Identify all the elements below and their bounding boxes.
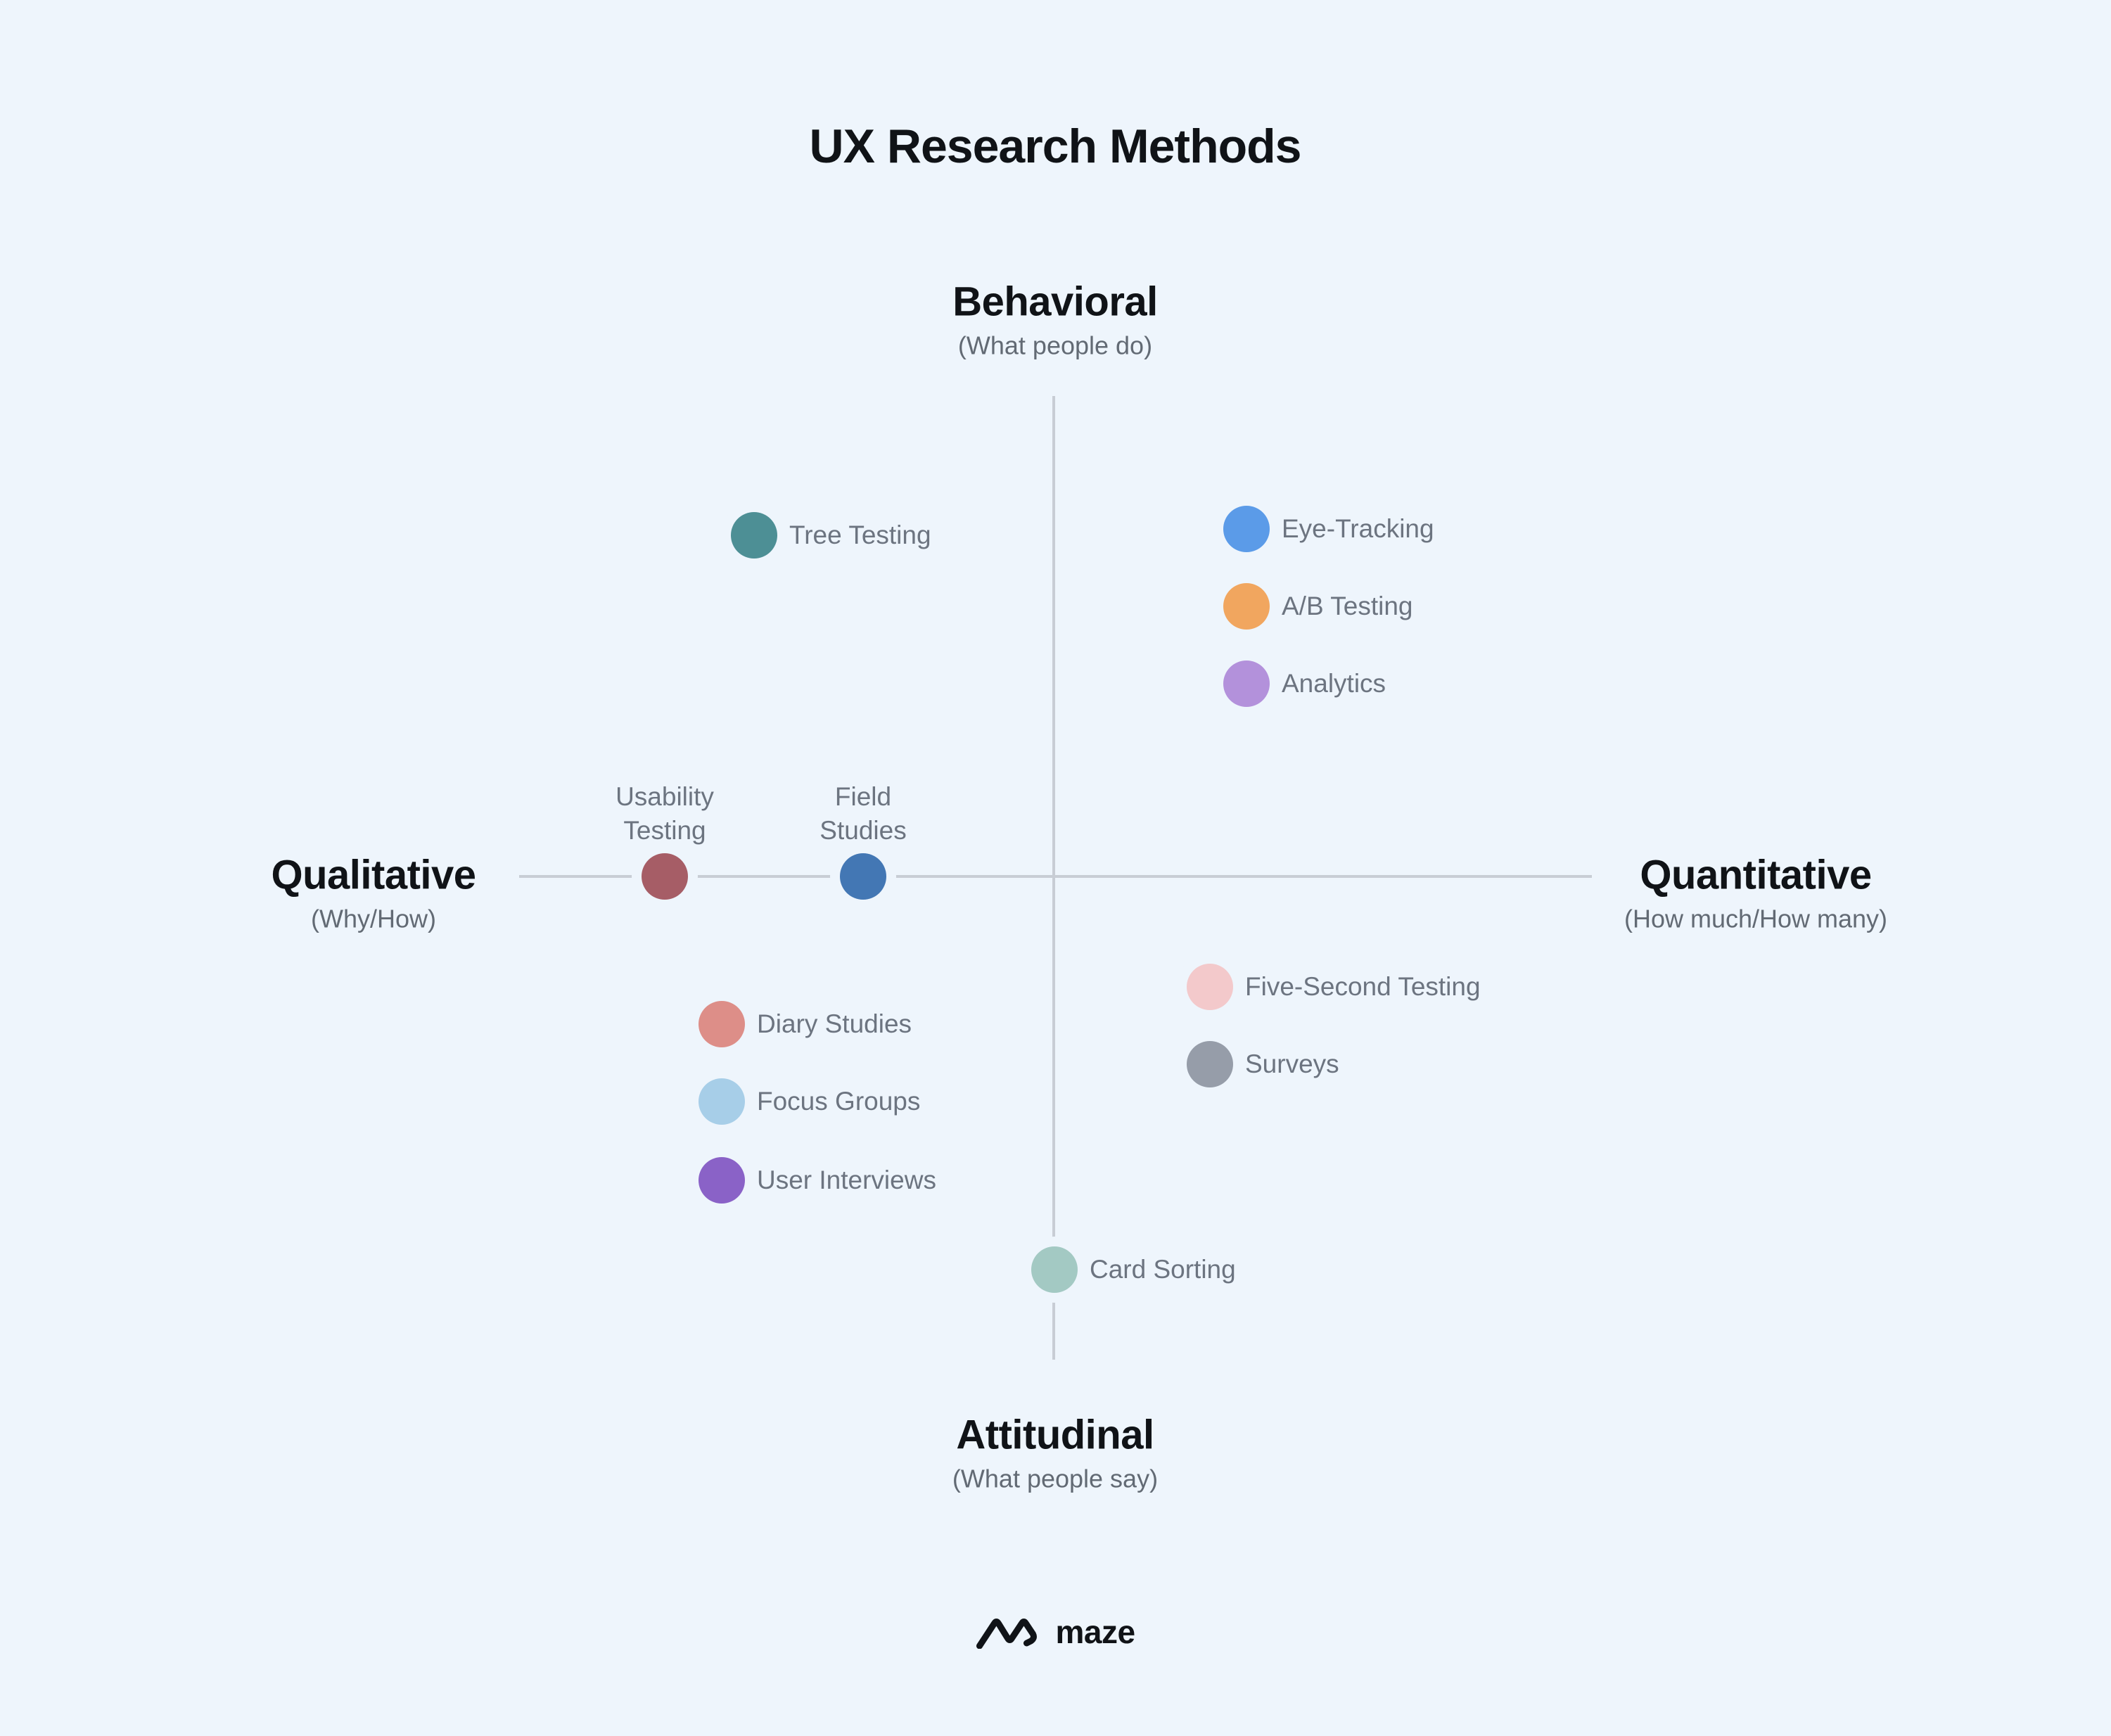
surveys-label: Surveys bbox=[1245, 1049, 1339, 1078]
five-second-testing-dot bbox=[1187, 964, 1233, 1010]
page-title: UX Research Methods bbox=[809, 120, 1302, 173]
axis-bottom-sublabel: (What people say) bbox=[952, 1464, 1159, 1493]
diary-studies-dot bbox=[699, 1001, 745, 1047]
brand-name: maze bbox=[1055, 1614, 1135, 1650]
ab-testing-dot bbox=[1223, 583, 1270, 630]
axis-left-label: Qualitative bbox=[271, 852, 476, 898]
focus-groups-label: Focus Groups bbox=[757, 1087, 921, 1116]
axis-bottom-label: Attitudinal bbox=[956, 1412, 1154, 1458]
card-sorting-label: Card Sorting bbox=[1090, 1255, 1236, 1284]
brand-footer: maze bbox=[975, 1613, 1135, 1651]
axis-top-label: Behavioral bbox=[952, 279, 1158, 325]
five-second-testing-label: Five-Second Testing bbox=[1245, 972, 1481, 1001]
usability-testing-label: Usability Testing bbox=[616, 781, 714, 845]
axis-left-sublabel: (Why/How) bbox=[310, 904, 436, 933]
diary-studies-label: Diary Studies bbox=[757, 1009, 912, 1038]
field-studies-dot bbox=[840, 853, 886, 900]
eye-tracking-dot bbox=[1223, 506, 1270, 552]
axis-left-qualitative: Qualitative (Why/How) bbox=[271, 853, 476, 934]
analytics-dot bbox=[1223, 660, 1270, 707]
axis-right-label: Quantitative bbox=[1640, 852, 1872, 898]
focus-groups-dot bbox=[699, 1078, 745, 1125]
tree-testing-dot bbox=[731, 512, 777, 559]
axis-top-behavioral: Behavioral (What people do) bbox=[952, 279, 1158, 361]
user-interviews-label: User Interviews bbox=[757, 1166, 936, 1194]
user-interviews-dot bbox=[699, 1157, 745, 1204]
surveys-dot bbox=[1187, 1041, 1233, 1087]
eye-tracking-label: Eye-Tracking bbox=[1282, 514, 1434, 543]
usability-testing-dot bbox=[642, 853, 688, 900]
maze-logo-icon bbox=[976, 1619, 1037, 1649]
horizontal-axis-line bbox=[519, 875, 1592, 878]
axis-right-quantitative: Quantitative (How much/How many) bbox=[1624, 853, 1887, 934]
axis-top-sublabel: (What people do) bbox=[957, 331, 1153, 360]
field-studies-label: Field Studies bbox=[819, 781, 907, 845]
tree-testing-label: Tree Testing bbox=[789, 521, 931, 549]
card-sorting-dot bbox=[1031, 1246, 1078, 1293]
axis-bottom-attitudinal: Attitudinal (What people say) bbox=[952, 1412, 1159, 1494]
vertical-axis-line bbox=[1052, 396, 1055, 1360]
ab-testing-label: A/B Testing bbox=[1282, 592, 1413, 620]
axis-right-sublabel: (How much/How many) bbox=[1624, 904, 1888, 933]
analytics-label: Analytics bbox=[1282, 669, 1386, 698]
